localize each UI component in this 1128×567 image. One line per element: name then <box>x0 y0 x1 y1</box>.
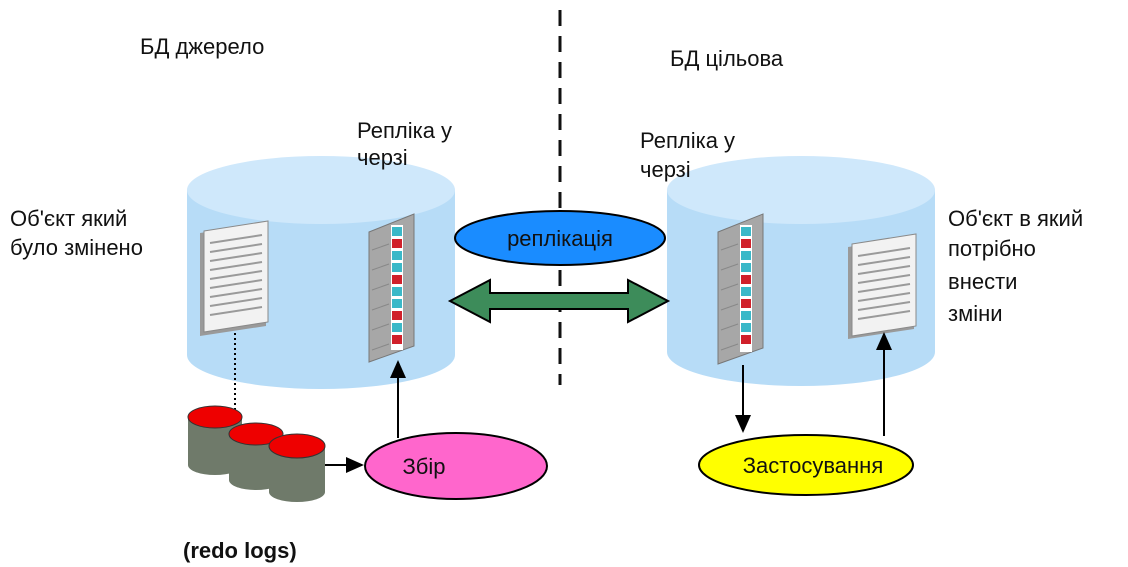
source-queue-label-line1: Репліка у <box>357 118 453 143</box>
source-db-title: БД джерело <box>140 34 265 59</box>
target-queue-icon <box>717 213 764 365</box>
apply-ellipse <box>698 434 914 496</box>
replication-label: реплікація <box>507 226 613 251</box>
redo-logs-icon <box>187 405 326 502</box>
target-db-title: БД цільова <box>670 46 784 71</box>
replication-ellipse <box>454 210 666 266</box>
apply-label: Застосування <box>743 453 883 478</box>
source-queue-label-line2: черзі <box>357 145 408 170</box>
target-object-label-line2: потрібно <box>948 236 1036 261</box>
source-object-document <box>200 220 269 336</box>
redo-logs-caption: (redo logs) <box>183 538 297 563</box>
target-object-document <box>848 233 917 339</box>
target-queue-label-line2: черзі <box>640 157 691 182</box>
target-queue-label-line1: Репліка у <box>640 128 736 153</box>
source-object-label-line1: Об'єкт який <box>10 206 128 231</box>
source-object-label-line2: було змінено <box>10 235 143 260</box>
target-object-label-line1: Об'єкт в який <box>948 206 1084 231</box>
capture-label: Збір <box>402 454 445 479</box>
target-object-label-line3: внести <box>948 269 1018 294</box>
source-queue-icon <box>368 213 415 363</box>
target-object-label-line4: зміни <box>948 301 1003 326</box>
replication-double-arrow <box>447 278 671 324</box>
capture-ellipse <box>364 432 548 500</box>
